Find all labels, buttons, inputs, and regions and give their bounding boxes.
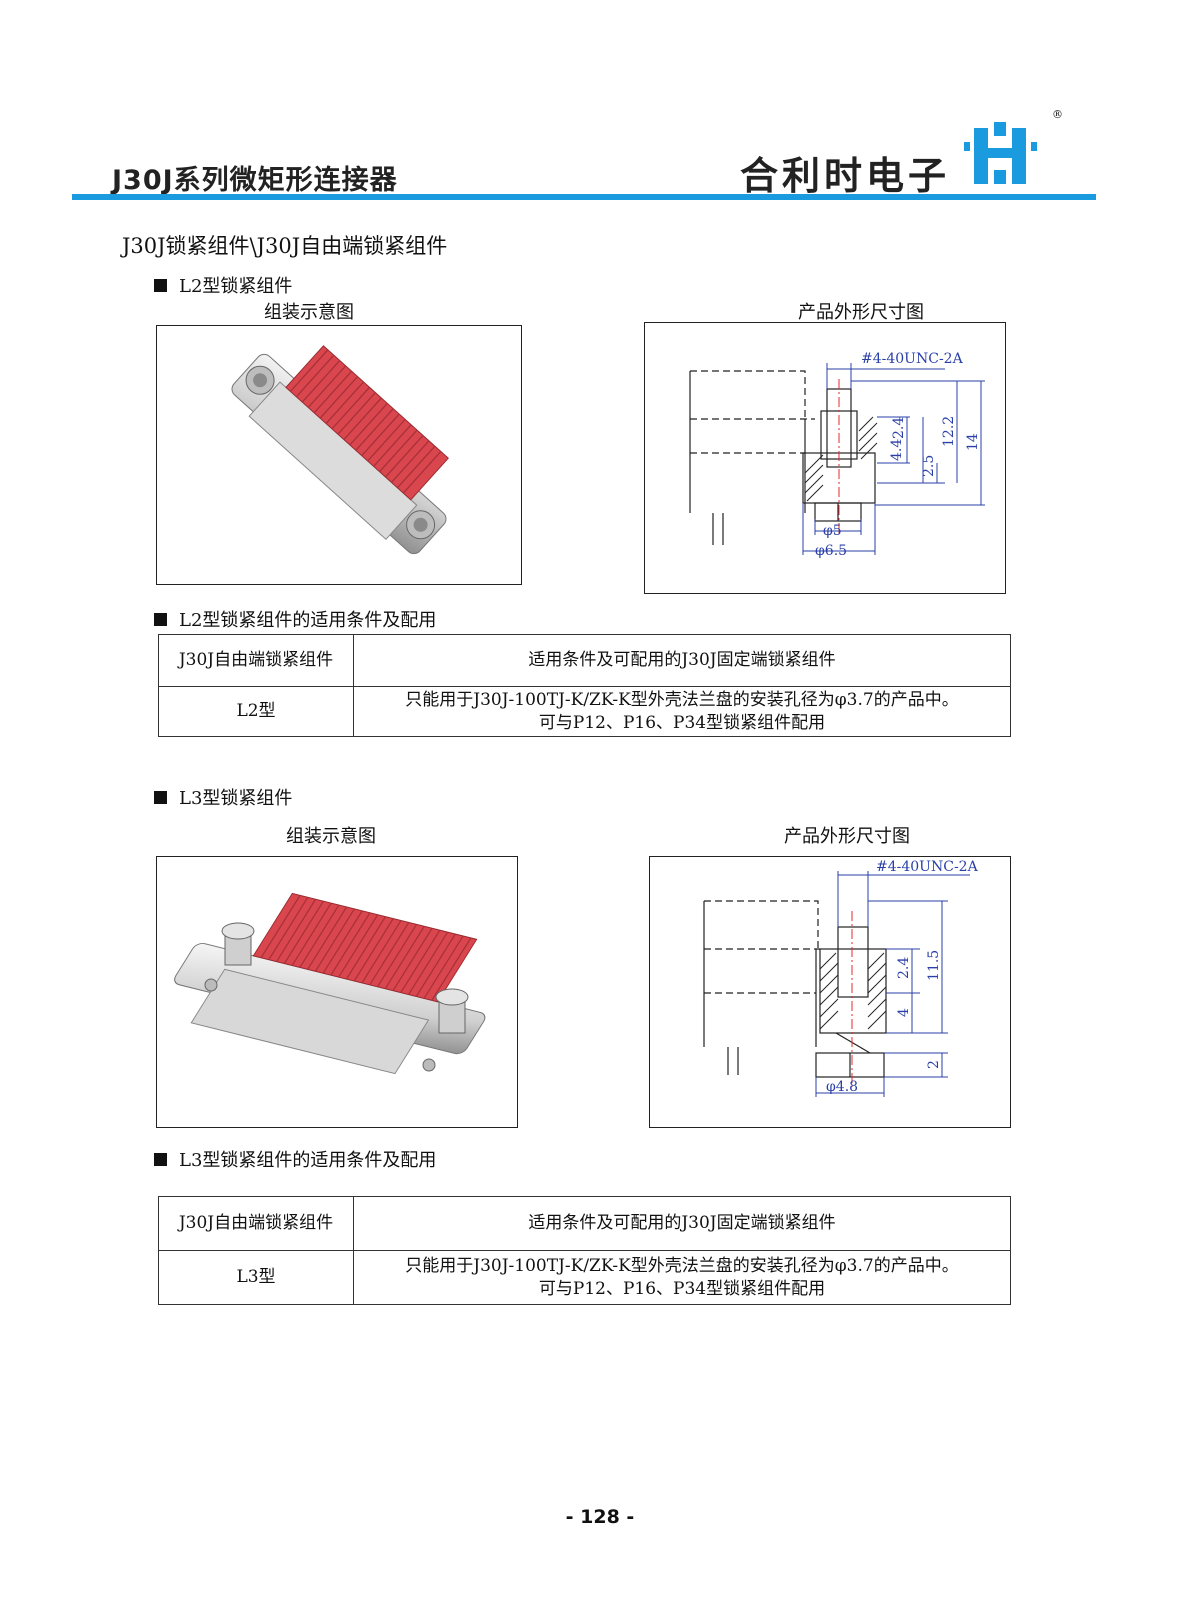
l2-dim-c: 2.5: [921, 455, 937, 477]
l2-dimension-caption: 产品外形尺寸图: [798, 302, 924, 323]
l3-assembly-caption: 组装示意图: [286, 826, 376, 847]
l2-dimension-drawing: #4-40UNC-2A 2.4 4.4 2.5 12.2 14 φ5 φ6.5: [644, 322, 1006, 594]
bullet-square-icon: [154, 1152, 167, 1166]
l2-dia-b: φ6.5: [815, 543, 847, 559]
l2-heading: L2型锁紧组件: [154, 272, 292, 298]
l2-heading-text: L2型锁紧组件: [179, 276, 293, 297]
l3-dimension-caption: 产品外形尺寸图: [784, 826, 910, 847]
table-row: L3型 只能用于J30J-100TJ-K/ZK-K型外壳法兰盘的安装孔径为φ3.…: [158, 1250, 1011, 1305]
bullet-square-icon: [154, 278, 167, 292]
l3-assembly-figure: [156, 856, 518, 1128]
table-cell: L2型: [158, 686, 354, 737]
l3-dim-b: 4: [896, 1008, 912, 1017]
section-title: J30J锁紧组件\J30J自由端锁紧组件: [122, 234, 448, 258]
l2-thread-label: #4-40UNC-2A: [861, 351, 964, 367]
l2-table-heading-text: L2型锁紧组件的适用条件及配用: [179, 610, 437, 631]
l2-dim-d: 12.2: [941, 416, 957, 447]
table-cell-line: 可与P12、P16、P34型锁紧组件配用: [538, 1278, 826, 1299]
table-cell: L3型: [158, 1250, 354, 1305]
bullet-square-icon: [154, 612, 167, 626]
table-row: J30J自由端锁紧组件 适用条件及可配用的J30J固定端锁紧组件: [158, 634, 1011, 687]
l2-dia-a: φ5: [823, 523, 842, 539]
table-cell-line: 可与P12、P16、P34型锁紧组件配用: [538, 712, 826, 733]
table-header-cell: J30J自由端锁紧组件: [158, 1196, 354, 1251]
l2-dim-e: 14: [965, 433, 981, 451]
l2-table-heading: L2型锁紧组件的适用条件及配用: [154, 606, 436, 632]
page-number: - 128 -: [565, 1506, 635, 1528]
l3-table-heading-text: L3型锁紧组件的适用条件及配用: [179, 1150, 437, 1171]
brand-name: 合利时电子: [740, 154, 951, 198]
l3-dim-c: 11.5: [926, 950, 942, 981]
l2-assembly-figure: [156, 325, 522, 585]
l2-spec-table: J30J自由端锁紧组件 适用条件及可配用的J30J固定端锁紧组件 L2型 只能用…: [158, 634, 1011, 737]
table-cell-line: 只能用于J30J-100TJ-K/ZK-K型外壳法兰盘的安装孔径为φ3.7的产品…: [405, 1255, 959, 1276]
l3-heading: L3型锁紧组件: [154, 784, 292, 810]
table-row: J30J自由端锁紧组件 适用条件及可配用的J30J固定端锁紧组件: [158, 1196, 1011, 1251]
l3-thread-label: #4-40UNC-2A: [876, 859, 979, 875]
brand-logo: [958, 112, 1058, 192]
l3-table-heading: L3型锁紧组件的适用条件及配用: [154, 1146, 436, 1172]
l2-assembly-caption: 组装示意图: [264, 302, 354, 323]
series-title: J30J系列微矩形连接器: [112, 165, 398, 196]
registered-mark: ®: [1052, 108, 1063, 121]
l3-heading-text: L3型锁紧组件: [179, 788, 293, 809]
table-cell: 只能用于J30J-100TJ-K/ZK-K型外壳法兰盘的安装孔径为φ3.7的产品…: [353, 686, 1011, 737]
table-header-cell: 适用条件及可配用的J30J固定端锁紧组件: [353, 634, 1011, 687]
table-cell-line: 只能用于J30J-100TJ-K/ZK-K型外壳法兰盘的安装孔径为φ3.7的产品…: [405, 689, 959, 710]
l2-dim-a: 2.4: [891, 417, 907, 439]
l3-dim-a: 2.4: [896, 957, 912, 979]
l3-spec-table: J30J自由端锁紧组件 适用条件及可配用的J30J固定端锁紧组件 L3型 只能用…: [158, 1196, 1011, 1305]
bullet-square-icon: [154, 790, 167, 804]
l2-dim-b: 4.4: [889, 439, 905, 461]
l3-dia-a: φ4.8: [826, 1079, 858, 1095]
l3-dimension-drawing: #4-40UNC-2A 2.4 4 11.5 2 φ4.8: [649, 856, 1011, 1128]
table-header-cell: J30J自由端锁紧组件: [158, 634, 354, 687]
header-rule: [72, 194, 1096, 200]
l3-dim-d: 2: [926, 1060, 942, 1069]
table-cell: 只能用于J30J-100TJ-K/ZK-K型外壳法兰盘的安装孔径为φ3.7的产品…: [353, 1250, 1011, 1305]
table-row: L2型 只能用于J30J-100TJ-K/ZK-K型外壳法兰盘的安装孔径为φ3.…: [158, 686, 1011, 737]
table-header-cell: 适用条件及可配用的J30J固定端锁紧组件: [353, 1196, 1011, 1251]
